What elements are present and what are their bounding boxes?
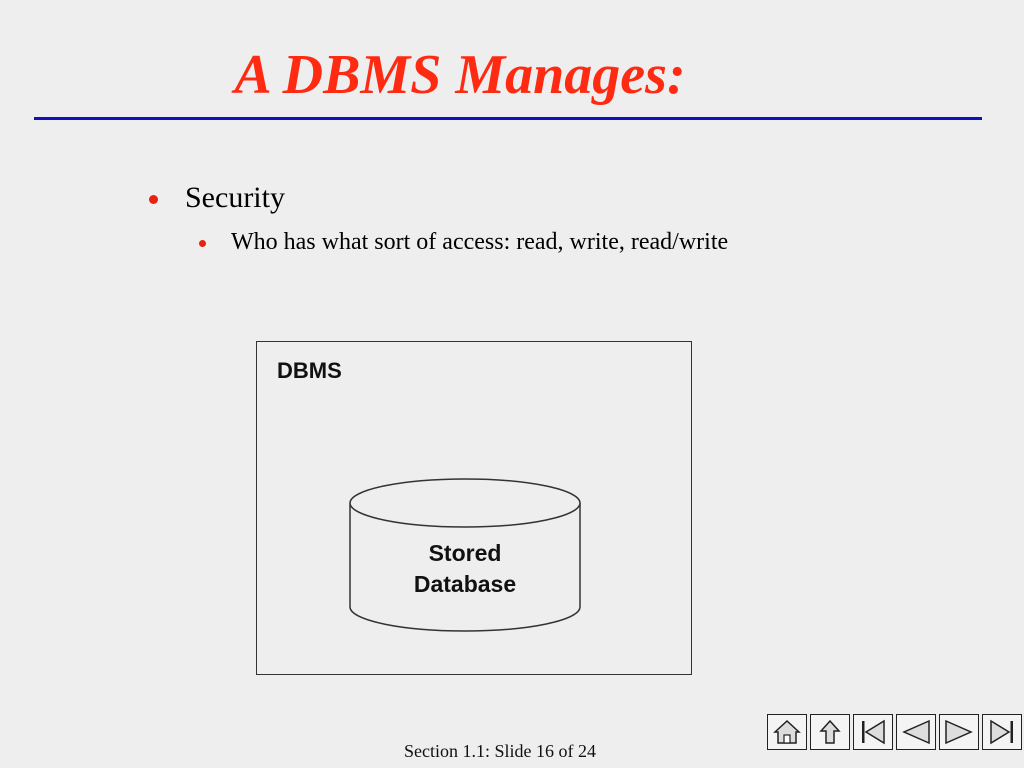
database-cylinder-icon [349, 478, 581, 632]
slide-title: A DBMS Manages: [234, 44, 686, 106]
last-slide-icon [990, 719, 1013, 745]
last-slide-button[interactable] [982, 714, 1022, 750]
home-button[interactable] [767, 714, 807, 750]
title-divider [34, 117, 982, 120]
previous-slide-button[interactable] [896, 714, 936, 750]
up-button[interactable] [810, 714, 850, 750]
database-label-line1: Stored [428, 540, 502, 566]
database-label-line2: Database [413, 571, 517, 597]
bullet-text: Security [185, 181, 285, 214]
first-slide-button[interactable] [853, 714, 893, 750]
next-slide-icon [945, 719, 973, 745]
bullet-dot-icon [149, 195, 158, 204]
previous-slide-icon [902, 719, 930, 745]
navigation-bar [767, 714, 1022, 750]
slide-footer: Section 1.1: Slide 16 of 24 [404, 741, 596, 761]
dbms-label: DBMS [277, 358, 342, 383]
first-slide-icon [862, 719, 885, 745]
sub-bullet-text: Who has what sort of access: read, write… [231, 229, 729, 255]
sub-bullet-dot-icon [199, 240, 206, 247]
database-label: Stored Database [348, 538, 582, 600]
up-arrow-icon [819, 719, 841, 744]
home-icon [773, 719, 801, 744]
next-slide-button[interactable] [939, 714, 979, 750]
